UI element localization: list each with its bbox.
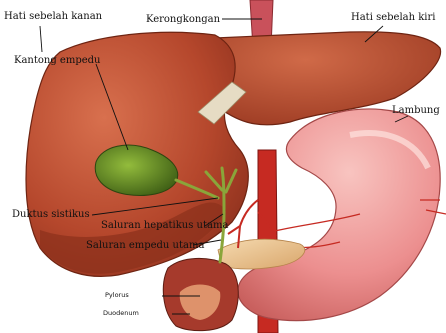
label-left-liver: Hati sebelah kiri <box>351 12 435 23</box>
label-esophagus: Kerongkongan <box>146 14 220 25</box>
label-gallbladder: Kantong empedu <box>14 55 101 66</box>
label-common-hepatic-duct: Saluran hepatikus utama <box>101 220 228 231</box>
label-common-bile-duct: Saluran empedu utama <box>86 240 204 251</box>
label-pylorus: Pylorus <box>105 291 129 299</box>
label-right-liver: Hati sebelah kanan <box>4 11 102 22</box>
label-stomach: Lambung <box>392 105 440 116</box>
label-duodenum: Duodenum <box>103 309 139 317</box>
label-cystic-duct: Duktus sistikus <box>12 209 90 220</box>
